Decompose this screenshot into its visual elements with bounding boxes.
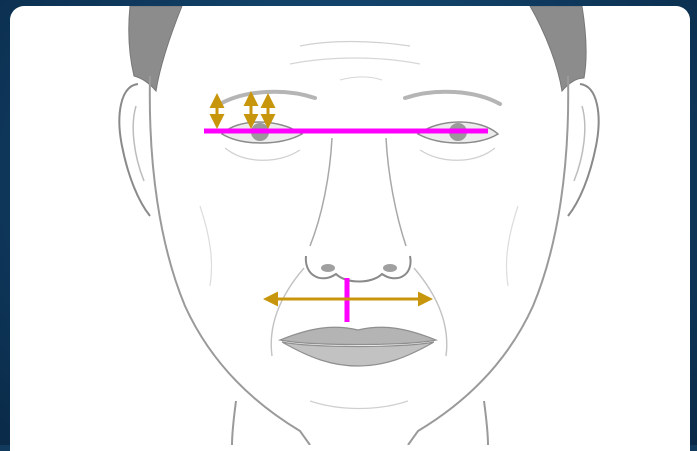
nostril-left — [321, 264, 335, 272]
cheek-line-right — [506, 206, 518, 286]
lower-lip — [282, 342, 434, 366]
eyebrow-right — [405, 92, 500, 104]
neck-right — [484, 401, 488, 445]
nostril-right — [383, 264, 397, 272]
neck-left — [232, 401, 236, 445]
eye-bag-right — [420, 148, 495, 160]
forehead-wrinkle — [290, 58, 420, 64]
upper-lip — [280, 327, 436, 344]
nose-bridge-right — [386, 138, 406, 246]
illustration-panel — [10, 6, 690, 451]
face-diagram — [10, 6, 690, 445]
nose-bridge-left — [310, 138, 332, 246]
cheek-line-left — [200, 206, 212, 286]
chin-fold — [310, 401, 408, 409]
forehead-wrinkle — [300, 42, 410, 47]
eye-bag-left — [225, 148, 300, 160]
hair-right — [530, 6, 586, 91]
forehead-wrinkle — [340, 77, 382, 80]
ear-left-inner — [133, 106, 144, 181]
hair-left — [129, 6, 182, 91]
ear-right-inner — [574, 106, 585, 181]
